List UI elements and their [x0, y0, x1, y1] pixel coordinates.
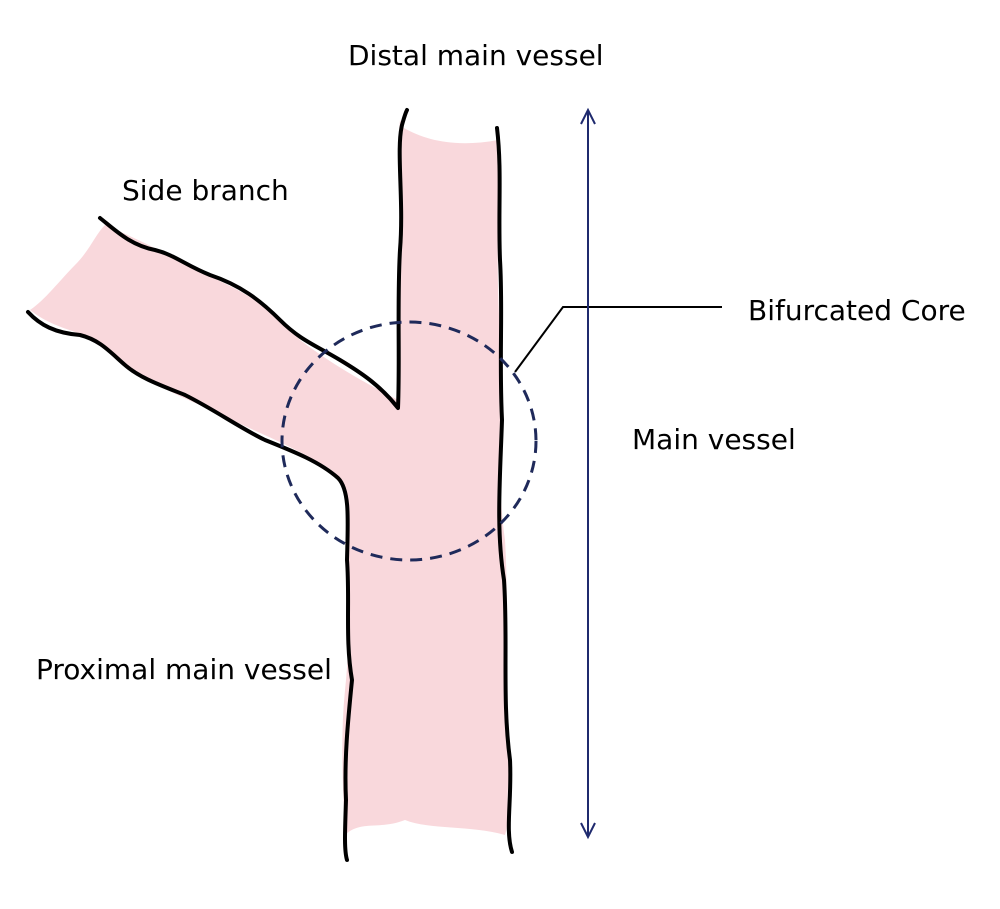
- label-side-branch: Side branch: [122, 174, 289, 207]
- label-proximal-main-vessel: Proximal main vessel: [36, 653, 332, 686]
- main-vessel-right-wall: [495, 126, 514, 854]
- side-branch-lower-wall: [26, 310, 354, 862]
- label-bifurcated-core: Bifurcated Core: [748, 294, 966, 327]
- main-vessel-double-arrow: [580, 107, 596, 840]
- side-branch-upper-wall: [98, 108, 409, 410]
- label-main-vessel: Main vessel: [632, 423, 796, 456]
- vessel-fill: [30, 120, 510, 835]
- bifurcated-core-circle: [280, 320, 538, 562]
- bifurcated-core-leader-line: [514, 306, 722, 373]
- label-distal-main-vessel: Distal main vessel: [348, 39, 604, 72]
